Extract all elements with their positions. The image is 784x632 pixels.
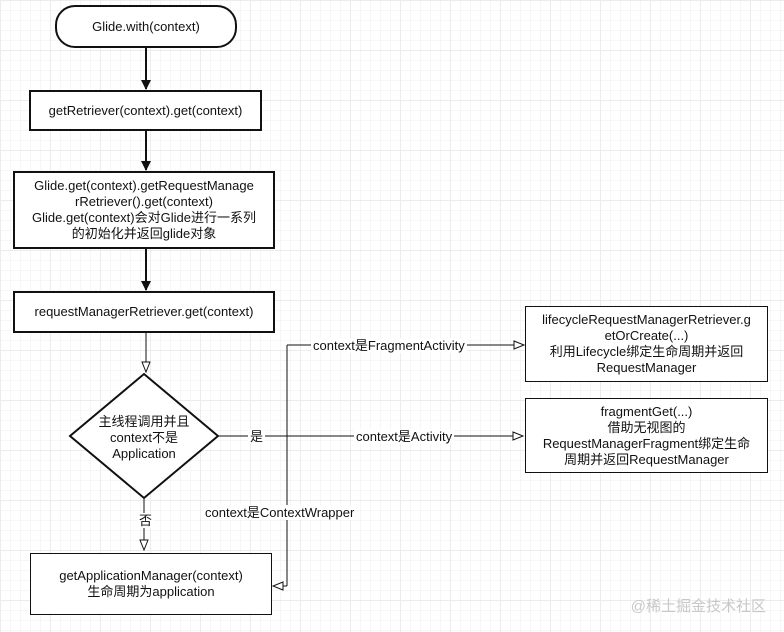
get-retriever-node: getRetriever(context).get(context) bbox=[29, 90, 262, 131]
watermark: @稀土掘金技术社区 bbox=[630, 598, 766, 615]
fragment-get-node: fragmentGet(...) 借助无视图的 RequestManagerFr… bbox=[525, 398, 768, 473]
edge-label-yes: 是 bbox=[248, 429, 266, 444]
decision-label: 主线程调用并且 context不是 Application bbox=[84, 408, 204, 468]
retriever-get-label: requestManagerRetriever.get(context) bbox=[34, 304, 254, 319]
app-manager-node: getApplicationManager(context) 生命周期为appl… bbox=[30, 553, 272, 615]
glide-get-node: Glide.get(context).getRequestManage rRet… bbox=[13, 171, 275, 249]
get-retriever-label: getRetriever(context).get(context) bbox=[48, 102, 243, 118]
decision-text: 主线程调用并且 context不是 Application bbox=[98, 414, 190, 461]
retriever-get-node: requestManagerRetriever.get(context) bbox=[13, 291, 275, 333]
edge-label-no: 否 bbox=[137, 513, 155, 528]
start-node: Glide.with(context) bbox=[55, 5, 237, 48]
edge-label-activity: context是Activity bbox=[354, 429, 455, 444]
start-node-label: Glide.with(context) bbox=[92, 18, 200, 34]
edge-label-fragment-activity: context是FragmentActivity bbox=[311, 338, 467, 353]
glide-get-label: Glide.get(context).getRequestManage rRet… bbox=[32, 178, 256, 241]
lifecycle-label: lifecycleRequestManagerRetriever.g etOrC… bbox=[542, 312, 751, 375]
fragment-get-label: fragmentGet(...) 借助无视图的 RequestManagerFr… bbox=[542, 403, 751, 467]
edge-label-context-wrapper: context是ContextWrapper bbox=[203, 505, 357, 520]
app-manager-label: getApplicationManager(context) 生命周期为appl… bbox=[59, 568, 243, 599]
lifecycle-node: lifecycleRequestManagerRetriever.g etOrC… bbox=[525, 306, 768, 382]
